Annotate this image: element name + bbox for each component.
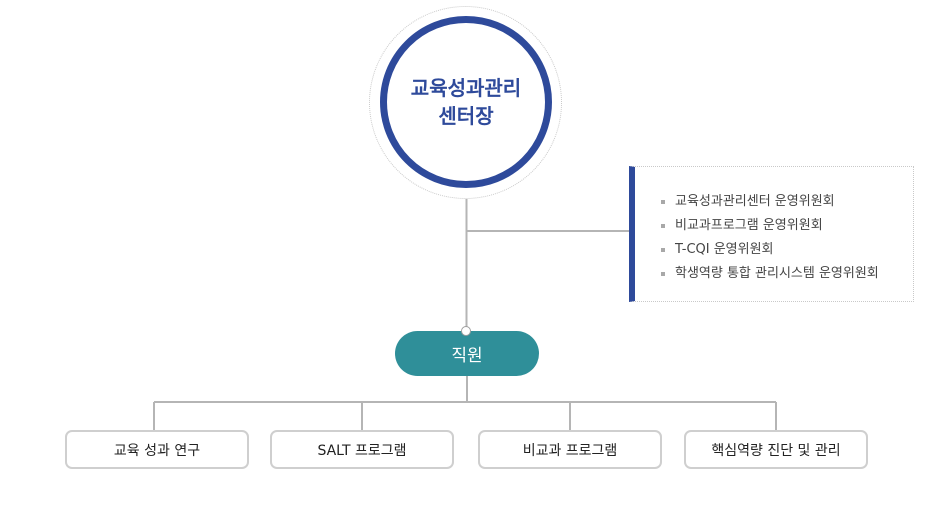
committee-item: 교육성과관리센터 운영위원회 (661, 190, 913, 214)
committee-item-label: 학생역량 통합 관리시스템 운영위원회 (675, 266, 879, 281)
task-box-salt: SALT 프로그램 (270, 430, 454, 469)
task-box-competency: 핵심역량 진단 및 관리 (684, 430, 868, 469)
committee-item: T-CQI 운영위원회 (661, 238, 913, 262)
bullet-icon (661, 248, 665, 252)
director-title-line2: 센터장 (438, 104, 494, 128)
director-title-line1: 교육성과관리 (410, 76, 522, 100)
task-label: 핵심역량 진단 및 관리 (711, 442, 841, 459)
committee-item-label: 교육성과관리센터 운영위원회 (675, 194, 835, 209)
task-label: SALT 프로그램 (317, 442, 407, 459)
committee-list: 교육성과관리센터 운영위원회 비교과프로그램 운영위원회 T-CQI 운영위원회… (661, 190, 913, 286)
task-label: 교육 성과 연구 (113, 442, 201, 459)
task-box-research: 교육 성과 연구 (65, 430, 249, 469)
bullet-icon (661, 200, 665, 204)
bullet-icon (661, 272, 665, 276)
committee-item: 비교과프로그램 운영위원회 (661, 214, 913, 238)
staff-label: 직원 (451, 346, 483, 366)
director-node: 교육성과관리 센터장 (380, 16, 552, 188)
task-label: 비교과 프로그램 (522, 442, 618, 459)
director-outer-ring (369, 6, 562, 199)
committee-item-label: 비교과프로그램 운영위원회 (675, 218, 823, 233)
committee-item-label: T-CQI 운영위원회 (675, 242, 774, 257)
connector-dot (461, 326, 471, 336)
staff-node: 직원 (395, 331, 539, 376)
bullet-icon (661, 224, 665, 228)
committee-item: 학생역량 통합 관리시스템 운영위원회 (661, 262, 913, 286)
committee-box: 교육성과관리센터 운영위원회 비교과프로그램 운영위원회 T-CQI 운영위원회… (629, 166, 914, 302)
task-box-extracurricular: 비교과 프로그램 (478, 430, 662, 469)
